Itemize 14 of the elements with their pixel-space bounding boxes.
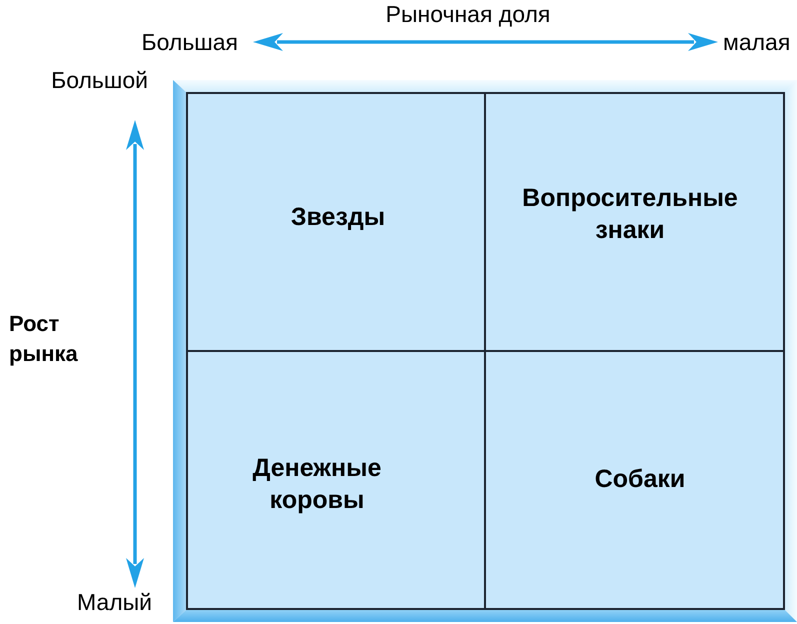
axis-end-label: Большая <box>142 29 238 55</box>
quadrant-label: Денежные коровы <box>252 453 382 516</box>
quadrant-label: Собаки <box>594 464 686 495</box>
quadrant-box <box>484 350 785 610</box>
axis-title: Рыночная доля <box>386 1 550 27</box>
quadrant-label: Звезды <box>290 202 386 233</box>
axis-end-label: Большой <box>51 67 148 93</box>
quadrant-box <box>484 92 785 352</box>
quadrant-box <box>186 92 486 352</box>
quadrant-box <box>186 350 486 610</box>
axis-end-label: Малый <box>76 589 152 615</box>
axis-title: Рост рынка <box>9 310 79 368</box>
axis-end-label: малая <box>723 29 790 55</box>
quadrant-label: Вопросительные знаки <box>521 183 739 246</box>
